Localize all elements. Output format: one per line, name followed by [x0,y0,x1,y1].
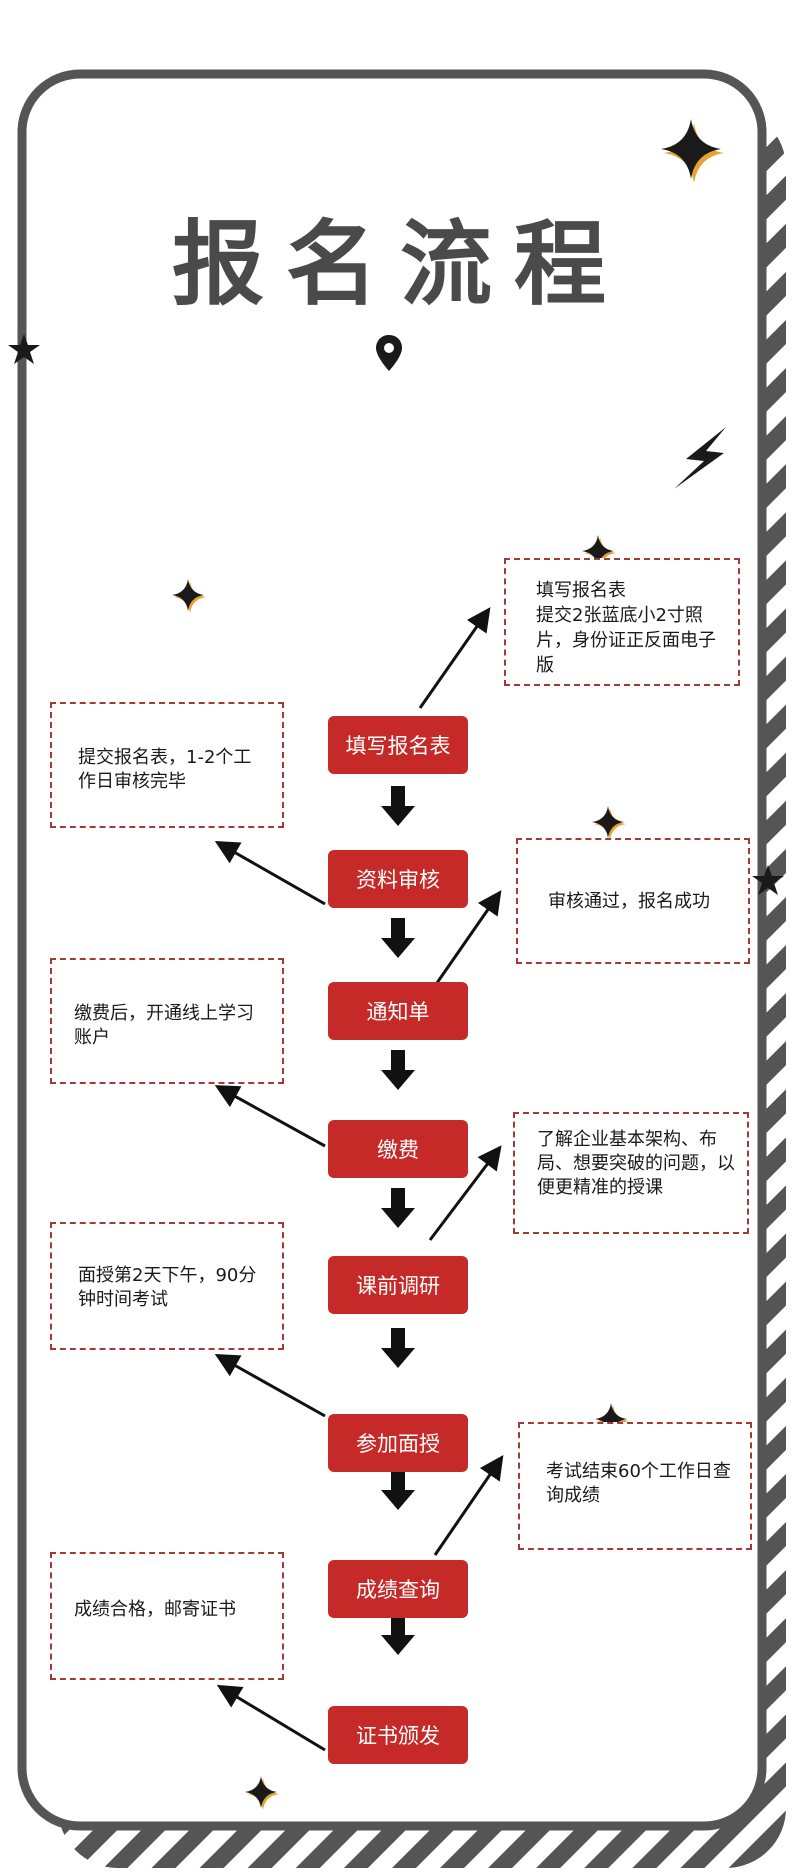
step-review[interactable]: 资料审核 [328,850,468,908]
note-arrow [428,890,502,994]
sparkle-icon [245,1776,279,1810]
note-arrow [433,1455,504,1556]
step-certificate[interactable]: 证书颁发 [328,1706,468,1764]
note-survey: 了解企业基本架构、布局、想要突破的问题，以便更精准的授课 [513,1112,749,1234]
step-score-query[interactable]: 成绩查询 [328,1560,468,1618]
step-payment[interactable]: 缴费 [328,1120,468,1178]
down-arrow-icon [381,786,415,826]
note-score-query: 考试结束60个工作日查询成绩 [518,1422,752,1550]
step-fill-form[interactable]: 填写报名表 [328,716,468,774]
step-class[interactable]: 参加面授 [328,1414,468,1472]
note-arrow [428,1145,502,1241]
note-arrow [216,1684,326,1752]
step-notice[interactable]: 通知单 [328,982,468,1040]
note-arrow [418,607,491,709]
down-arrow-icon [381,1615,415,1655]
down-arrow-icon [381,1050,415,1090]
star-icon [752,865,784,895]
sparkle-icon [595,1403,629,1437]
down-arrow-icon [381,1328,415,1368]
down-arrow-icon [381,918,415,958]
note-arrow [214,1354,326,1418]
map-pin-icon [376,335,402,371]
note-notice: 审核通过，报名成功 [516,838,750,964]
sparkle-icon [592,806,626,840]
step-survey[interactable]: 课前调研 [328,1256,468,1314]
note-payment: 缴费后，开通线上学习账户 [50,958,284,1084]
down-arrow-icon [381,1188,415,1228]
note-certificate: 成绩合格，邮寄证书 [50,1552,284,1680]
note-review: 提交报名表，1-2个工作日审核完毕 [50,702,284,828]
star-icon [8,334,40,364]
note-fill-form: 填写报名表 提交2张蓝底小2寸照片，身份证正反面电子版 [504,558,740,686]
page-title: 报名流程 [171,211,628,318]
down-arrow-icon [381,1470,415,1510]
sparkle-icon [582,535,616,569]
note-class: 面授第2天下午，90分钟时间考试 [50,1222,284,1350]
sparkle-icon [661,119,724,182]
note-arrow [214,1085,326,1148]
lightning-icon [674,427,726,489]
note-arrow [214,841,326,906]
sparkle-icon [172,579,206,613]
